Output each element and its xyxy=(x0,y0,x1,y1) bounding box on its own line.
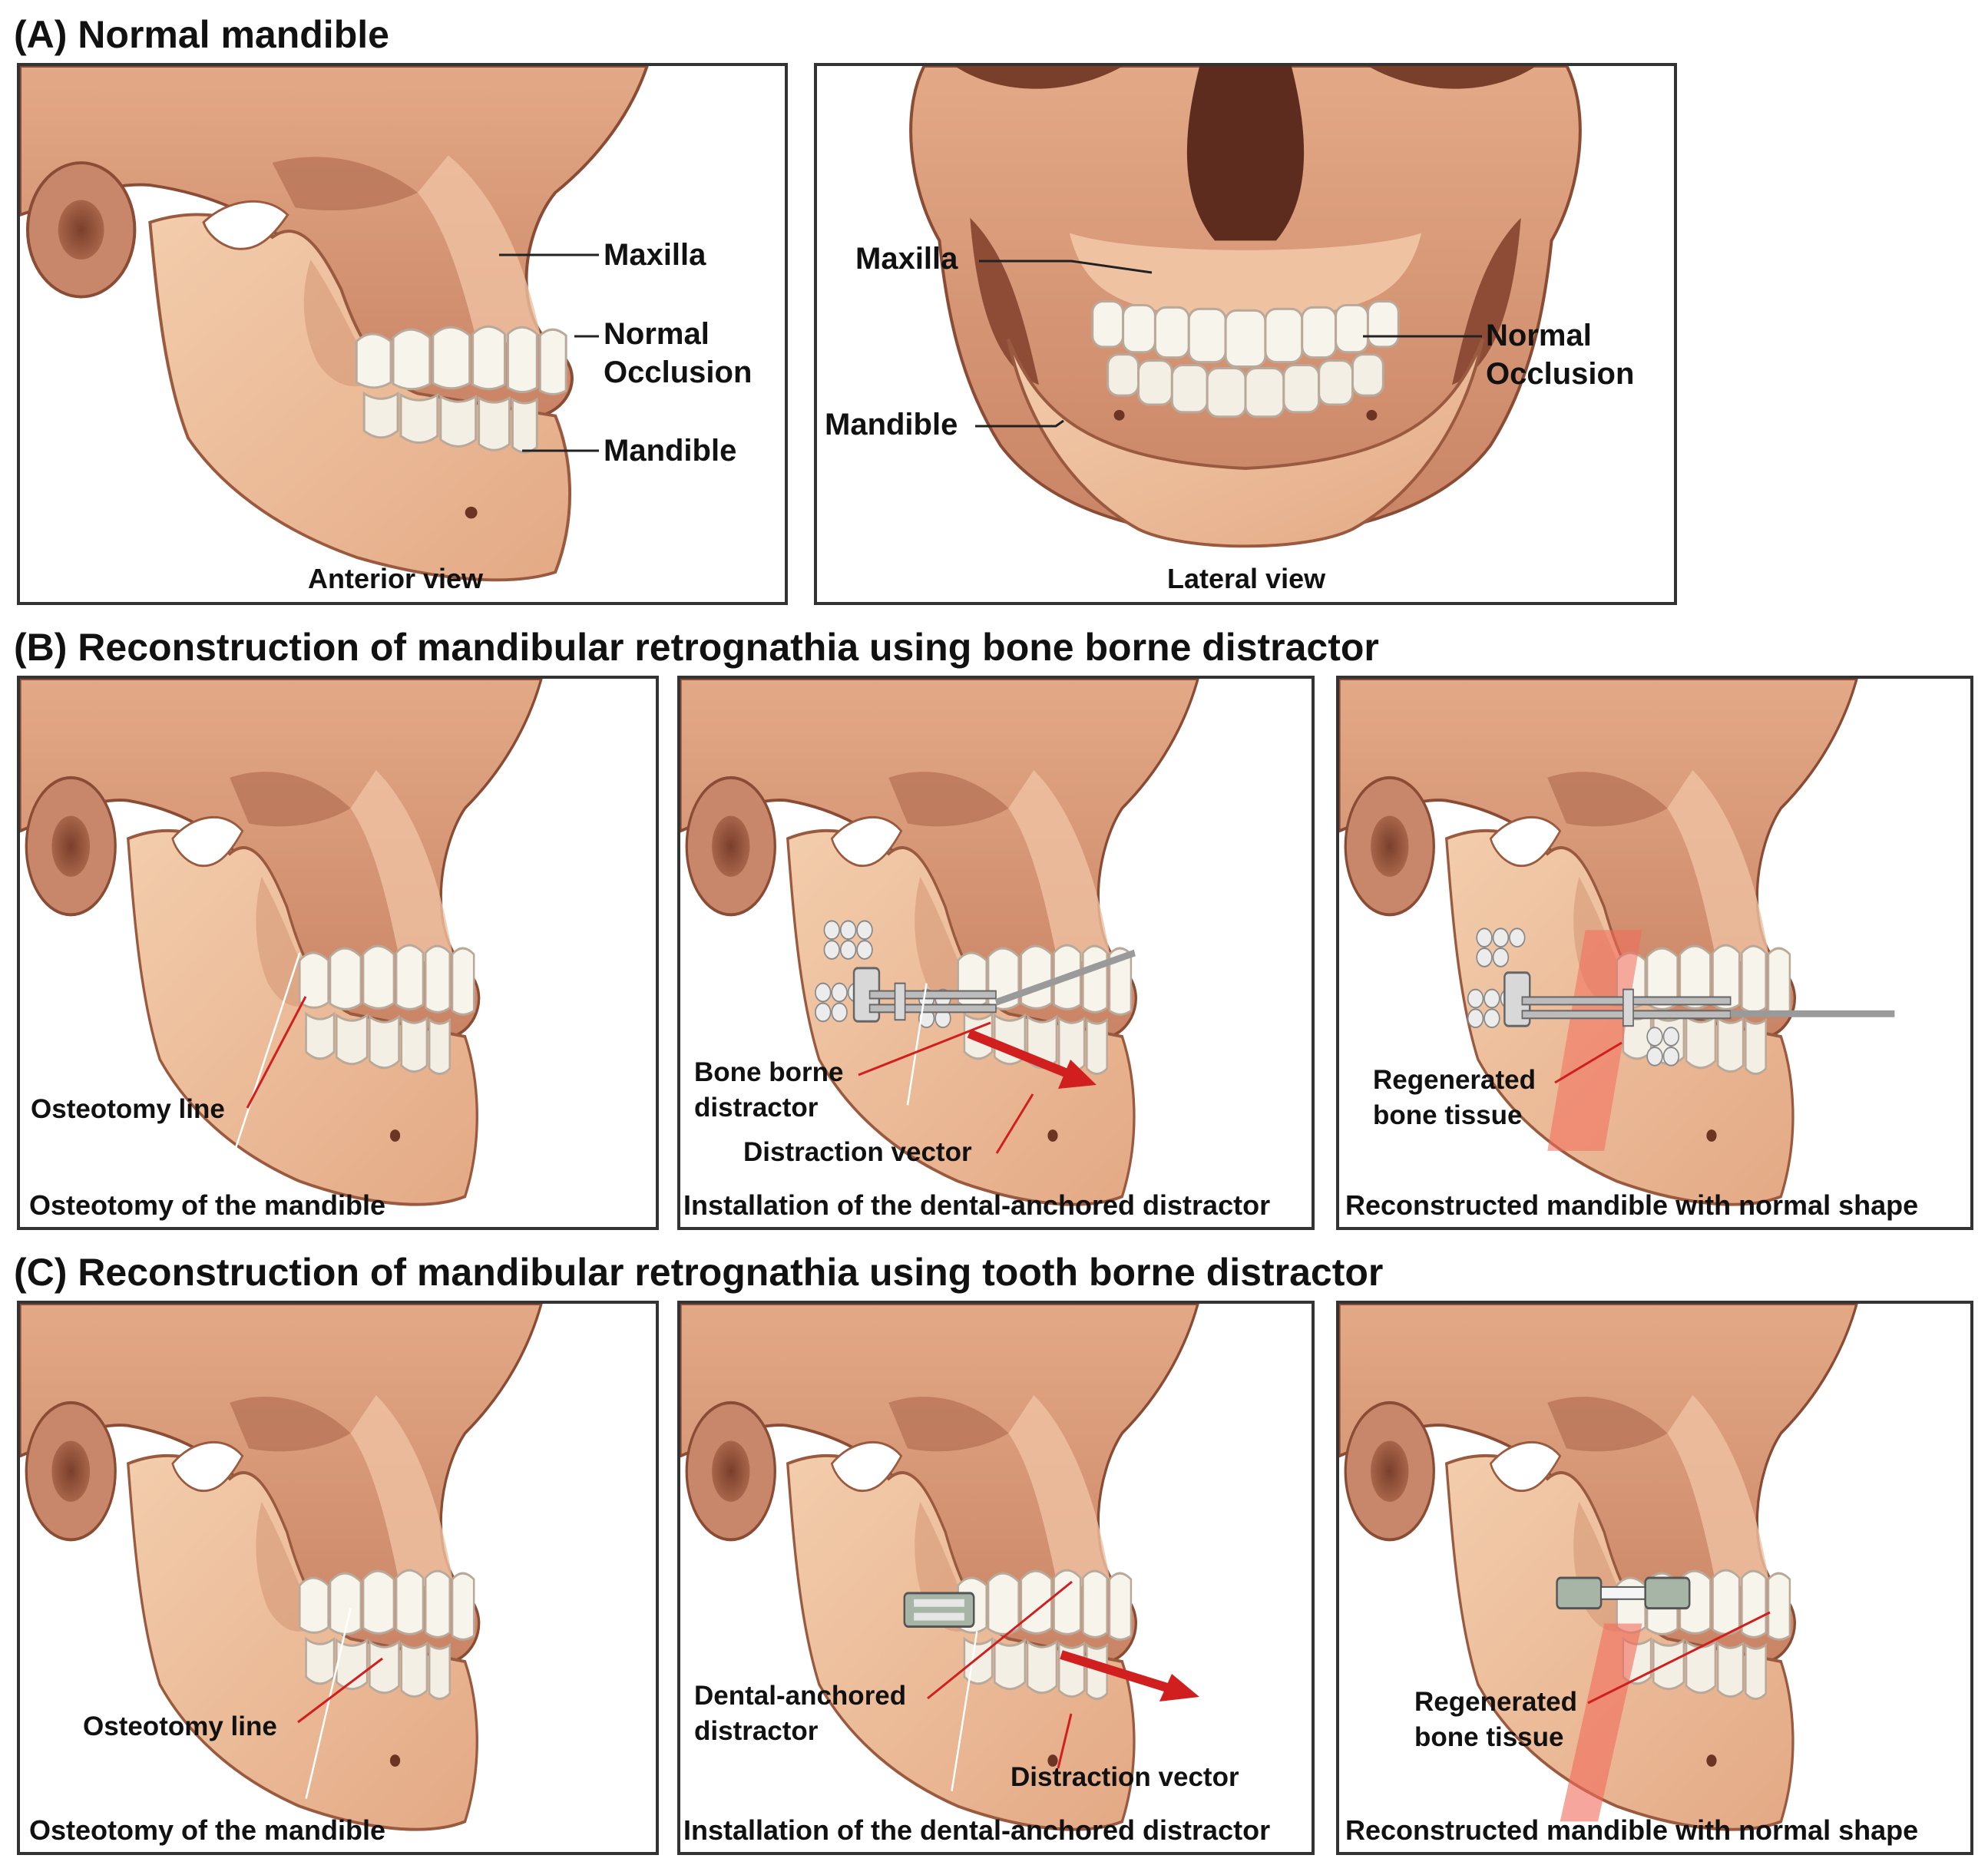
bone-borne-distractor xyxy=(815,920,1136,1029)
label-mandible: Mandible xyxy=(825,408,958,441)
panel-c-installation: Installation of the dental-anchored dist… xyxy=(677,1301,1315,1855)
panel-caption: Reconstructed mandible with normal shape xyxy=(1345,1189,1919,1221)
panel-b-reconstructed: Reconstructed mandible with normal shape xyxy=(1336,676,1973,1230)
front-skull-illustration xyxy=(909,66,1582,548)
label-line: distractor xyxy=(694,1092,819,1123)
section-b-title: (B) Reconstruction of mandibular retrogn… xyxy=(14,626,1379,669)
label-osteotomy-line: Osteotomy line xyxy=(31,1094,225,1124)
label-maxilla: Maxilla xyxy=(604,238,706,272)
label-line: Bone borne xyxy=(694,1057,844,1087)
section-c-title: (C) Reconstruction of mandibular retrogn… xyxy=(14,1251,1384,1294)
panel-c-osteotomy: Osteotomy of the mandible xyxy=(17,1301,659,1855)
label-maxilla: Maxilla xyxy=(855,242,958,276)
side-skull-illustration xyxy=(20,679,543,1206)
label-distraction-vector: Distraction vector xyxy=(1011,1762,1239,1792)
label-line: bone tissue xyxy=(1373,1100,1523,1130)
label-line: Occlusion xyxy=(1486,357,1635,391)
label-distraction-vector: Distraction vector xyxy=(743,1137,972,1167)
regenerated-bone-region xyxy=(1547,930,1642,1151)
panel-caption: Osteotomy of the mandible xyxy=(29,1814,386,1846)
label-line: Regenerated xyxy=(1414,1687,1578,1717)
label-bone-borne-distractor: Bone borne distractor xyxy=(694,1055,843,1125)
panel-caption: Osteotomy of the mandible xyxy=(29,1189,386,1221)
side-skull-illustration xyxy=(680,679,1200,1206)
side-skull-illustration xyxy=(1339,679,1895,1206)
label-line: Normal xyxy=(1486,319,1592,352)
label-dental-anchored-distractor: Dental-anchored distractor xyxy=(694,1678,906,1748)
label-line: bone tissue xyxy=(1414,1721,1564,1752)
dental-anchored-distractor xyxy=(1556,1576,1691,1610)
label-normal-occlusion: Normal Occlusion xyxy=(604,315,752,392)
label-osteotomy-line: Osteotomy line xyxy=(83,1711,277,1741)
panel-caption: Anterior view xyxy=(308,563,484,594)
dental-anchored-distractor xyxy=(903,1592,975,1628)
panel-caption: Reconstructed mandible with normal shape xyxy=(1345,1814,1919,1846)
label-regenerated-bone-tissue: Regenerated bone tissue xyxy=(1373,1063,1536,1133)
label-normal-occlusion: Normal Occlusion xyxy=(1486,316,1634,393)
label-line: Regenerated xyxy=(1373,1065,1536,1095)
label-regenerated-bone-tissue: Regenerated bone tissue xyxy=(1414,1685,1577,1754)
label-line: Occlusion xyxy=(604,355,753,389)
side-skull-illustration xyxy=(1339,1304,1859,1831)
panel-b-osteotomy: Osteotomy of the mandible xyxy=(17,676,659,1230)
panel-caption: Lateral view xyxy=(1167,563,1326,594)
label-line: distractor xyxy=(694,1715,819,1746)
label-mandible: Mandible xyxy=(604,434,737,468)
label-line: Dental-anchored xyxy=(694,1681,907,1711)
panel-anterior-view: Anterior view xyxy=(17,63,788,605)
panel-c-reconstructed: Reconstructed mandible with normal shape xyxy=(1336,1301,1973,1855)
panel-caption: Installation of the dental-anchored dist… xyxy=(683,1189,1271,1221)
section-a-title: (A) Normal mandible xyxy=(14,13,389,56)
panel-lateral-view: Lateral view xyxy=(814,63,1677,605)
label-line: Normal xyxy=(604,317,710,351)
panel-caption: Installation of the dental-anchored dist… xyxy=(683,1814,1271,1846)
side-skull-illustration xyxy=(20,1304,543,1831)
